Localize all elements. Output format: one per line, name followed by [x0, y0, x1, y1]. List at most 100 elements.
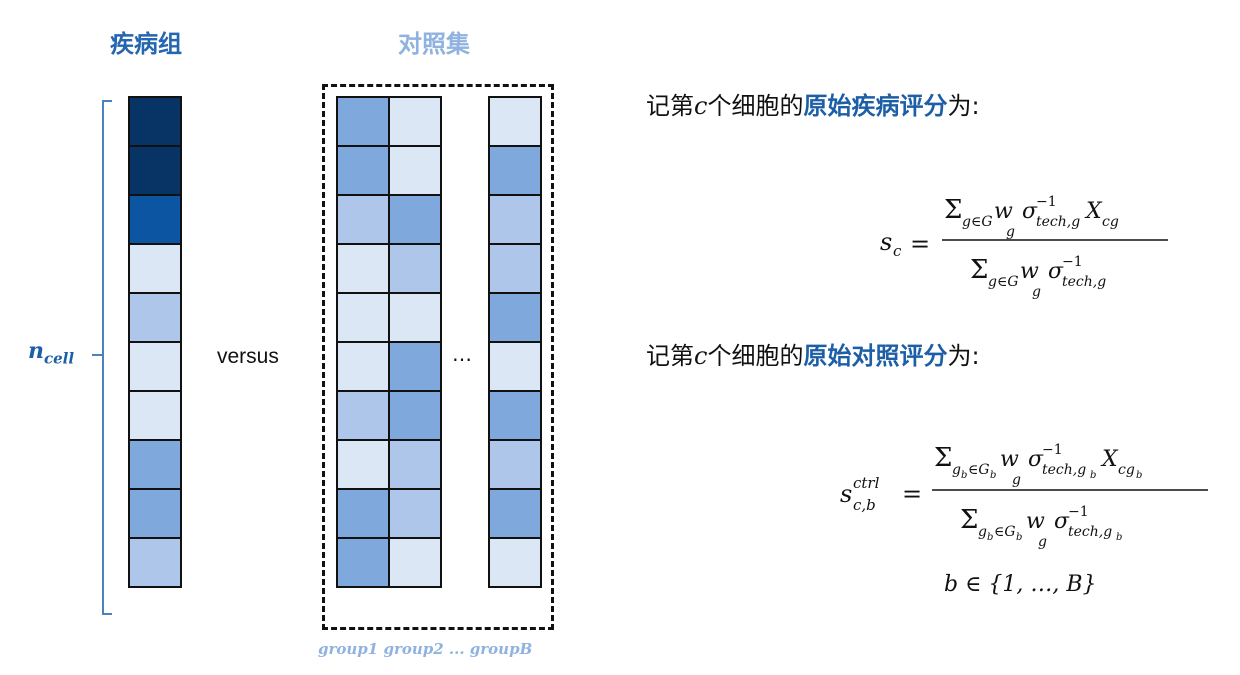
svg-text:b: b [990, 470, 996, 481]
svg-text:Σ: Σ [970, 255, 988, 285]
versus-label: versus [217, 345, 279, 368]
group2-cell [388, 488, 442, 539]
svg-text:tech,g: tech,g [1068, 524, 1112, 540]
svg-text:=: = [910, 230, 930, 258]
svg-text:w: w [1000, 447, 1019, 472]
svg-text:s: s [880, 228, 892, 256]
disease-cell [128, 145, 182, 196]
control-set-box [322, 84, 554, 630]
svg-text:Σ: Σ [944, 195, 962, 225]
b-range: b ∈ {1, …, B} [944, 572, 1097, 597]
group1-cell [336, 390, 390, 441]
svg-text:tech,g: tech,g [1062, 274, 1106, 290]
svg-text:Σ: Σ [934, 443, 952, 473]
svg-text:−1: −1 [1036, 194, 1057, 210]
ellipsis: … [452, 342, 472, 366]
groupB-cell [488, 537, 542, 588]
svg-text:σ: σ [1022, 199, 1038, 224]
groupB-cell [488, 341, 542, 392]
svg-text:w: w [1026, 509, 1045, 534]
svg-text:g: g [1038, 534, 1047, 550]
svg-text:b: b [987, 532, 993, 543]
group2-cell [388, 537, 442, 588]
svg-text:X: X [1100, 447, 1119, 472]
svg-text:g∈G: g∈G [988, 274, 1019, 290]
disease-score-statement: 记第c个细胞的原始疾病评分为: [646, 92, 980, 120]
group2-column [388, 96, 442, 588]
svg-text:∈G: ∈G [968, 462, 990, 478]
svg-text:w: w [1020, 259, 1039, 284]
group-labels: group1 group2 ... groupB [318, 640, 533, 658]
brace-tick [92, 354, 104, 356]
svg-text:−1: −1 [1068, 504, 1089, 520]
svg-text:b: b [1016, 532, 1022, 543]
svg-text:g: g [952, 462, 961, 478]
svg-text:w: w [994, 199, 1013, 224]
groupB-column [488, 96, 542, 588]
group1-cell [336, 341, 390, 392]
svg-text:Σ: Σ [960, 505, 978, 535]
svg-text:∈G: ∈G [994, 524, 1016, 540]
svg-text:b: b [961, 470, 967, 481]
group2-cell [388, 145, 442, 196]
svg-text:tech,g: tech,g [1036, 214, 1080, 230]
group2-cell [388, 96, 442, 147]
svg-text:σ: σ [1054, 509, 1070, 534]
groupB-cell [488, 390, 542, 441]
group2-cell [388, 390, 442, 441]
group1-cell [336, 537, 390, 588]
disease-cell [128, 292, 182, 343]
groupB-cell [488, 439, 542, 490]
svg-text:s: s [840, 480, 852, 508]
svg-text:c: c [893, 242, 902, 260]
svg-text:=: = [902, 480, 922, 508]
disease-cell [128, 243, 182, 294]
n-cell-label: ncell [28, 338, 75, 368]
group1-cell [336, 243, 390, 294]
group1-cell [336, 292, 390, 343]
svg-text:g: g [1032, 284, 1041, 300]
disease-cell [128, 439, 182, 490]
disease-cell [128, 390, 182, 441]
svg-text:cg: cg [1118, 462, 1135, 478]
disease-cell [128, 96, 182, 147]
groupB-cell [488, 292, 542, 343]
svg-text:b: b [1136, 470, 1142, 481]
svg-text:σ: σ [1048, 259, 1064, 284]
disease-column [128, 96, 182, 588]
control-set-header: 对照集 [398, 30, 470, 58]
group1-cell [336, 194, 390, 245]
svg-text:−1: −1 [1062, 254, 1083, 270]
disease-cell [128, 537, 182, 588]
group2-cell [388, 341, 442, 392]
svg-text:b: b [1116, 532, 1122, 543]
group1-cell [336, 96, 390, 147]
svg-text:tech,g: tech,g [1042, 462, 1086, 478]
svg-text:g: g [1012, 472, 1021, 488]
svg-text:X: X [1084, 199, 1103, 224]
svg-text:g: g [1006, 224, 1015, 240]
groupB-cell [488, 96, 542, 147]
group1-cell [336, 145, 390, 196]
group1-cell [336, 439, 390, 490]
disease-cell [128, 194, 182, 245]
control-score-statement: 记第c个细胞的原始对照评分为: [646, 342, 980, 370]
svg-text:c,b: c,b [853, 496, 876, 514]
disease-cell [128, 488, 182, 539]
group2-cell [388, 439, 442, 490]
group2-cell [388, 194, 442, 245]
svg-text:b: b [1090, 470, 1096, 481]
groupB-cell [488, 194, 542, 245]
svg-text:σ: σ [1028, 447, 1044, 472]
group1-column [336, 96, 390, 588]
group2-cell [388, 292, 442, 343]
svg-text:g: g [978, 524, 987, 540]
group2-cell [388, 243, 442, 294]
disease-cell [128, 341, 182, 392]
disease-group-header: 疾病组 [110, 30, 182, 58]
svg-text:ctrl: ctrl [853, 474, 880, 492]
svg-text:g∈G: g∈G [962, 214, 993, 230]
